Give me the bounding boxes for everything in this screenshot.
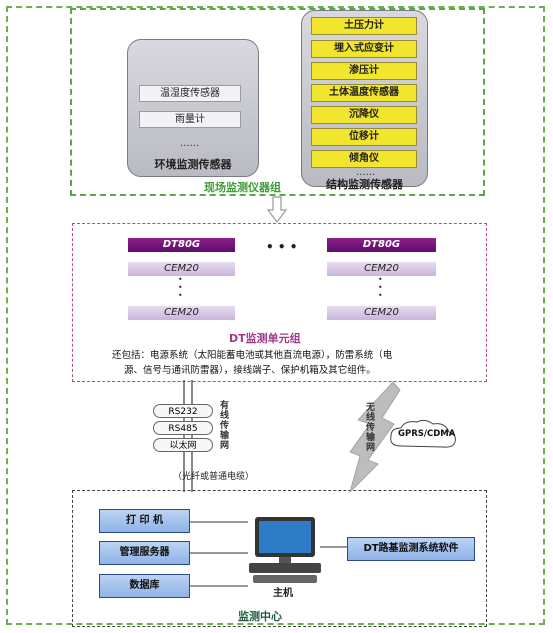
vdots-right: • • • [378,275,383,300]
protocol-pill: RS232 [153,404,213,418]
instrument-group-label: 现场监测仪器组 [204,181,281,194]
wireless-label: 无线传输网 [364,402,374,452]
cable-note: （光纤或普通电缆） [173,472,255,482]
wired-label: 有线传输网 [218,400,228,450]
cem20-left-top: CEM20 [128,262,235,276]
struct-item: 倾角仪 [311,150,417,168]
struct-item: 沉降仪 [311,106,417,124]
vdots-left: • • • [178,275,183,300]
middle-dots: • • • [266,240,298,254]
env-item: 温湿度传感器 [139,85,241,102]
server-box: 管理服务器 [99,541,190,565]
center-title: 监测中心 [238,610,282,623]
cem20-right-top: CEM20 [327,262,436,276]
env-item: 雨量计 [139,111,241,128]
protocol-pill: 以太网 [153,438,213,452]
computer-icon [249,517,321,583]
struct-item: 埋入式应变计 [311,40,417,58]
struct-item: 土体温度传感器 [311,84,417,102]
monitoring-center-border [72,490,487,627]
wired-link-line [183,380,193,492]
struct-item: 渗压计 [311,62,417,80]
env-dots: ...... [180,138,200,149]
dt-unit-title: DT监测单元组 [229,332,301,345]
instrument-group-border [70,8,485,196]
dt-unit-desc-line1: 还包括：电源系统（太阳能蓄电池或其他直流电源），防雷系统（电 [112,350,393,361]
software-box: DT路基监测系统软件 [347,537,475,561]
cloud-label: GPRS/CDMA [398,429,456,439]
lightning-icon [349,381,401,494]
cloud-icon [390,419,456,448]
down-arrow-icon [266,196,288,223]
env-sensor-panel [127,39,259,177]
outer-frame [6,6,545,625]
struct-item: 位移计 [311,128,417,146]
center-connectors [190,521,348,587]
struct-panel-title: 结构监测传感器 [326,178,403,191]
env-panel-title: 环境监测传感器 [154,158,232,171]
struct-item: 土压力计 [311,17,417,35]
dt-unit-desc-line2: 源、信号与通讯防雷器），接线端子、保护机箱及其它组件。 [124,365,376,376]
database-box: 数据库 [99,574,190,598]
host-label: 主机 [273,588,293,599]
struct-dots: ...... [356,167,376,178]
dt80g-left: DT80G [128,238,235,252]
cem20-left-bottom: CEM20 [128,306,235,320]
dt80g-right: DT80G [327,238,436,252]
cem20-right-bottom: CEM20 [327,306,436,320]
dt-unit-group-border [72,223,487,382]
printer-box: 打 印 机 [99,509,190,533]
protocol-pill: RS485 [153,421,213,435]
